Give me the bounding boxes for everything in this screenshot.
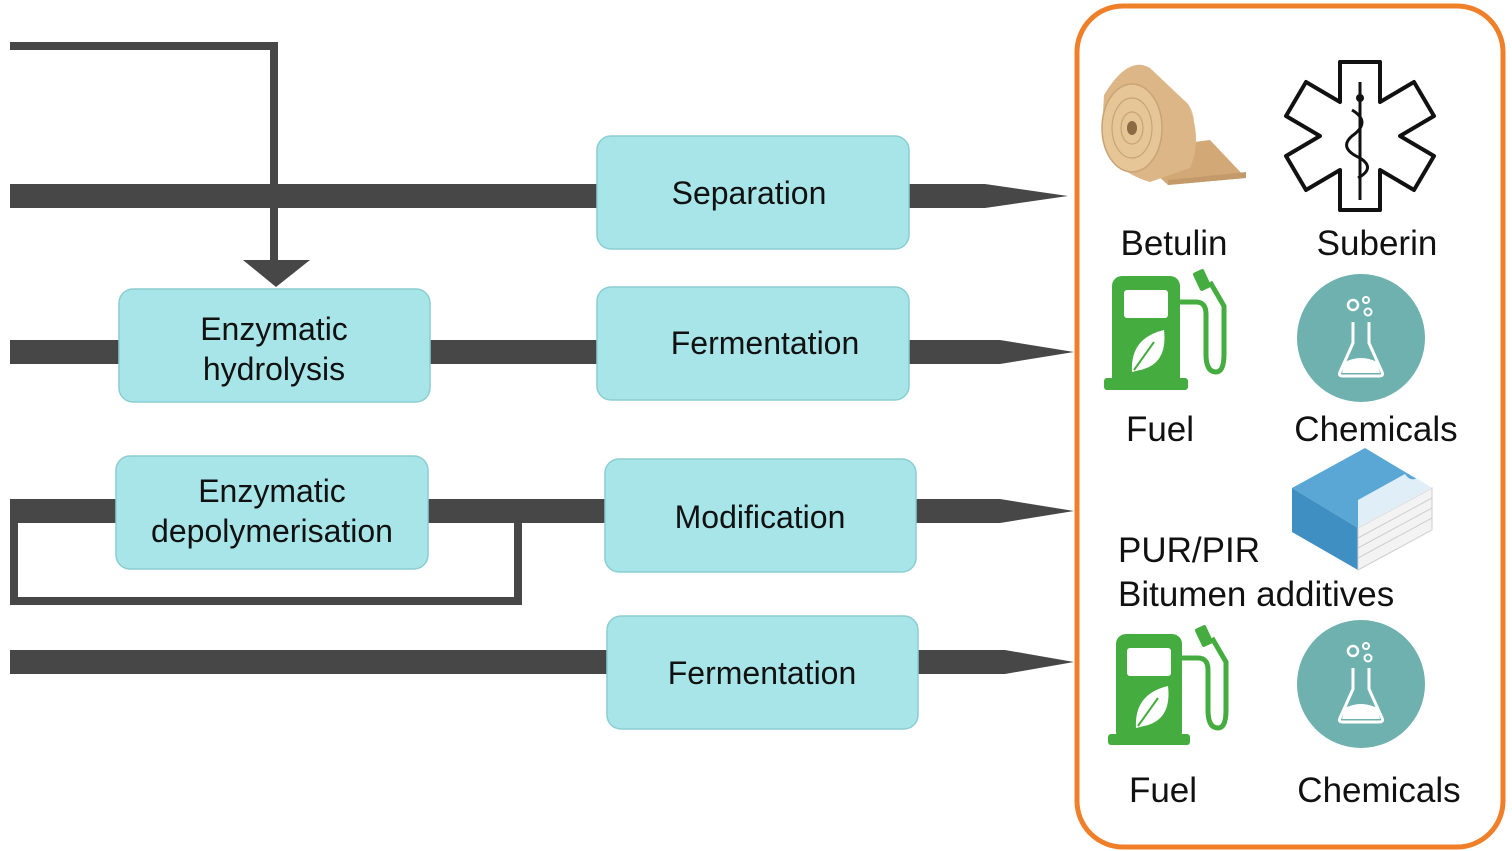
hydrolysis-label-line1: Enzymatic	[200, 311, 348, 347]
depolymerisation-box: Enzymatic depolymerisation	[115, 455, 429, 570]
fermentation-label-2: Fermentation	[668, 655, 857, 691]
depolymerisation-label-line1: Enzymatic	[198, 473, 346, 509]
fuel-label-2: Fuel	[1129, 771, 1197, 810]
process-boxes: Separation Enzymatic hydrolysis Fermenta…	[115, 135, 919, 730]
flask-icon	[1297, 620, 1425, 748]
fermentation-box-2: Fermentation	[606, 615, 919, 730]
chemicals-label-1: Chemicals	[1294, 410, 1457, 449]
star-of-life-icon	[1284, 60, 1436, 212]
hydrolysis-box: Enzymatic hydrolysis	[118, 288, 431, 403]
arrow-row4	[916, 650, 1074, 674]
separation-box: Separation	[596, 135, 910, 250]
products-panel: Betulin Suberin Fuel Chemicals	[1074, 3, 1506, 850]
foam-board-icon	[1292, 448, 1433, 571]
flow-line-row4	[10, 650, 610, 674]
fermentation-box-1: Fermentation	[596, 286, 910, 401]
hydrolysis-label-line2: hydrolysis	[203, 351, 345, 387]
betulin-label: Betulin	[1120, 224, 1227, 263]
suberin-label: Suberin	[1317, 224, 1438, 263]
roll-icon	[1101, 64, 1246, 185]
separation-label: Separation	[672, 175, 827, 211]
arrow-row3	[914, 499, 1074, 523]
modification-label: Modification	[675, 499, 846, 535]
bitumen-additives-label: Bitumen additives	[1118, 575, 1394, 614]
feed-line-top	[10, 42, 278, 262]
down-arrow-head	[243, 260, 310, 287]
flask-icon	[1297, 274, 1425, 402]
chemicals-label-2: Chemicals	[1297, 771, 1460, 810]
pur-pir-label: PUR/PIR	[1118, 531, 1260, 570]
arrow-row1	[906, 184, 1068, 208]
depolymerisation-label-line2: depolymerisation	[151, 513, 393, 549]
fermentation-label-1: Fermentation	[671, 325, 860, 361]
flow-line-row1	[10, 184, 600, 208]
fuel-pump-icon	[1108, 625, 1229, 745]
fuel-pump-icon	[1104, 269, 1227, 390]
arrow-row2	[906, 340, 1074, 364]
fuel-label-1: Fuel	[1126, 410, 1194, 449]
modification-box: Modification	[604, 458, 917, 573]
recycle-loop	[10, 514, 522, 605]
